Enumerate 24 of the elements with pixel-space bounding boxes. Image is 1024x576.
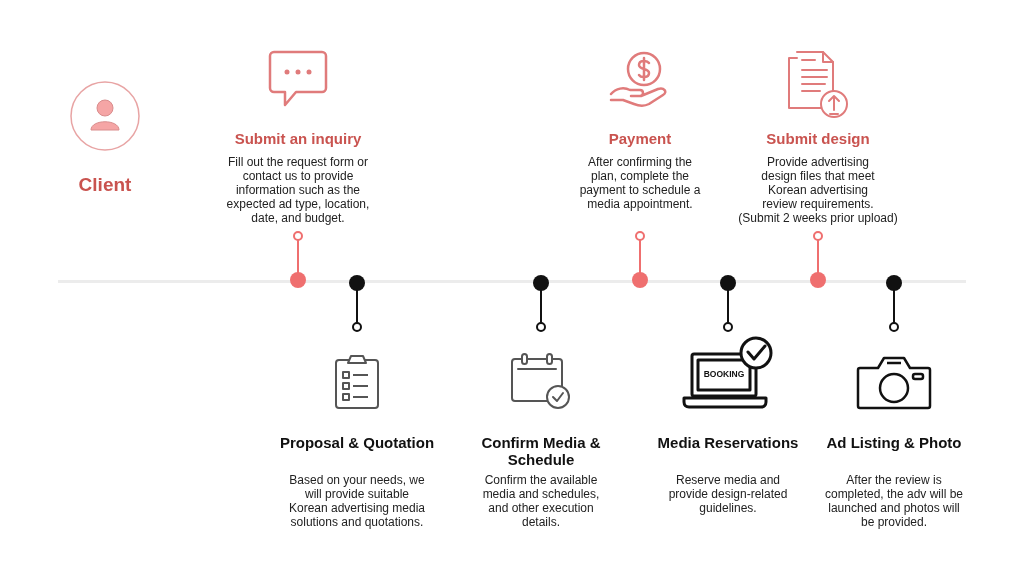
step-description: Fill out the request form or contact us to provide information such as the expected ad type, location, date, and budget. (225, 155, 371, 225)
step-description: Reserve media and provide design-related guidelines. (667, 473, 789, 515)
connector-line (290, 231, 306, 288)
connector-line (533, 275, 549, 332)
connector-line (720, 275, 736, 332)
step-title: Ad Listing & Photo (826, 434, 962, 451)
step-description: Confirm the available media and schedules, and other execution details. (481, 473, 601, 529)
step-description: After the review is completed, the adv will be launched and photos will be provided. (823, 473, 965, 529)
connector-line (349, 275, 365, 332)
step-description: Provide advertising design files that meet Korean advertising review requirements. (760, 155, 876, 211)
step-title: Proposal & Quotation (279, 434, 435, 451)
screen-text: BOOKING (703, 369, 745, 380)
role-title: Client (78, 174, 132, 195)
step-title: Submit an inquiry (234, 130, 362, 147)
step-title: Media Reservations (657, 434, 799, 451)
connector-line (886, 275, 902, 332)
connector-line (632, 231, 648, 288)
step-title: Confirm Media & Schedule (480, 434, 602, 468)
step-title: Payment (608, 130, 672, 147)
connector-line (810, 231, 826, 288)
step-description: After confirming the plan, complete the payment to schedule a media appointment. (578, 155, 702, 211)
step-description: Based on your needs, we will provide suitable Korean advertising media solutions and quotations. (287, 473, 427, 529)
step-title: Submit design (766, 130, 870, 147)
step-description: (Submit 2 weeks prior upload) (738, 211, 898, 225)
